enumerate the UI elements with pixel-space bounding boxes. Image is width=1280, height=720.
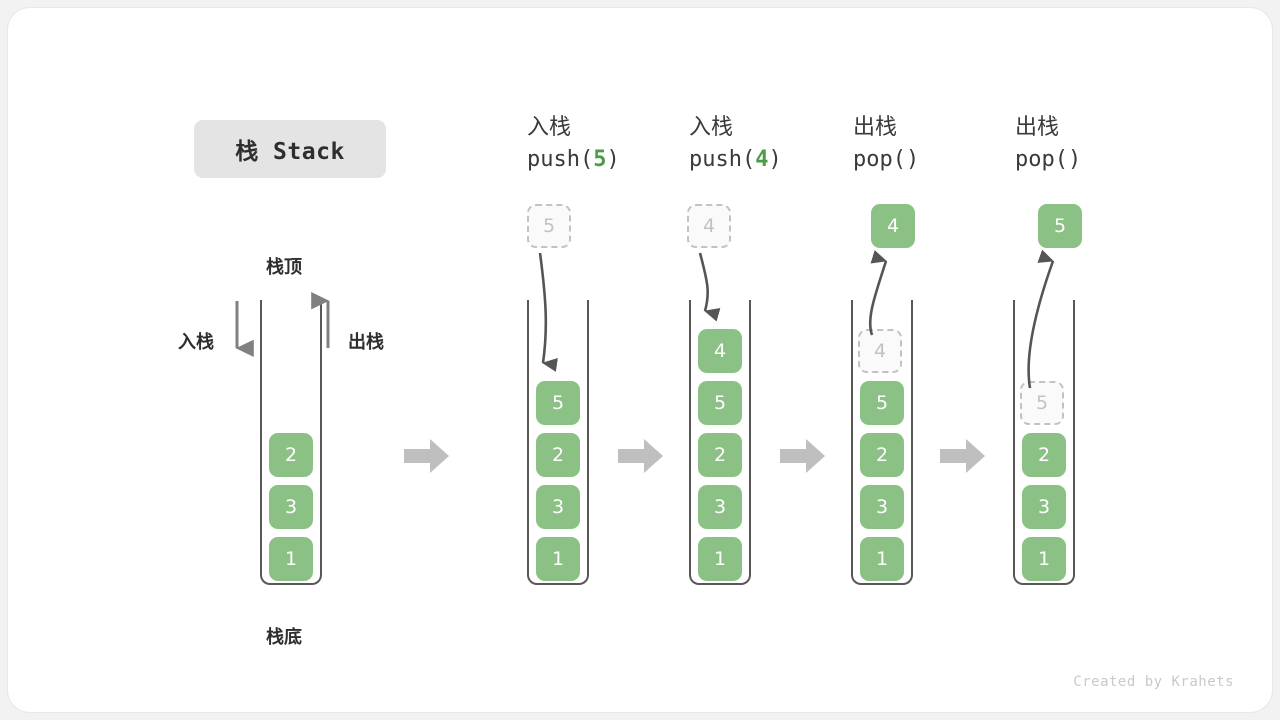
stack-item: 1 [1022, 537, 1066, 581]
stack-bottom-label: 栈底 [266, 627, 302, 648]
stack-item: 3 [536, 485, 580, 529]
op-header-pop-1: 出栈 pop() [853, 113, 1023, 177]
stack-tube-initial [260, 300, 322, 585]
pop-direction-label: 出栈 [348, 332, 384, 353]
op-header-pop-2: 出栈 pop() [1015, 113, 1185, 177]
op-header-push-5: 入栈 push(5) [527, 113, 697, 177]
op-code-prefix: push( [527, 147, 594, 172]
stack-item: 2 [698, 433, 742, 477]
op-header-cn: 入栈 [527, 115, 572, 140]
push-direction-label: 入栈 [178, 332, 214, 353]
stack-item: 3 [698, 485, 742, 529]
stack-item: 2 [536, 433, 580, 477]
stack-item-removed: 4 [858, 329, 902, 373]
stack-item: 1 [860, 537, 904, 581]
stack-item: 3 [269, 485, 313, 529]
op-code-arg: 4 [755, 147, 769, 172]
step-arrow [940, 438, 986, 474]
stack-item-removed: 5 [1020, 381, 1064, 425]
op-header-cn: 出栈 [1015, 115, 1060, 140]
floating-box-pop-2: 5 [1038, 204, 1082, 248]
stack-item: 2 [1022, 433, 1066, 477]
stack-item: 3 [860, 485, 904, 529]
op-code-suffix: ) [905, 147, 920, 172]
op-code-suffix: ) [1067, 147, 1082, 172]
op-header-cn: 出栈 [853, 115, 898, 140]
title-badge: 栈 Stack [194, 120, 386, 178]
stack-item: 2 [269, 433, 313, 477]
stack-item: 5 [860, 381, 904, 425]
stack-item: 4 [698, 329, 742, 373]
stack-tube-pop-2 [1013, 300, 1075, 585]
op-header-code: push(5) [527, 143, 697, 177]
stack-tube-push-5 [527, 300, 589, 585]
op-code-prefix: pop( [1015, 147, 1068, 172]
floating-box-push-5: 5 [527, 204, 571, 248]
stack-item: 5 [536, 381, 580, 425]
stack-tube-push-4 [689, 300, 751, 585]
stack-item: 3 [1022, 485, 1066, 529]
stack-item: 1 [536, 537, 580, 581]
step-arrow [780, 438, 826, 474]
stack-item: 1 [698, 537, 742, 581]
step-arrow [404, 438, 450, 474]
op-header-code: push(4) [689, 143, 859, 177]
op-code-prefix: pop( [853, 147, 906, 172]
floating-box-push-4: 4 [687, 204, 731, 248]
op-code-arg: 5 [593, 147, 607, 172]
stack-item: 2 [860, 433, 904, 477]
step-arrow [618, 438, 664, 474]
op-code-prefix: push( [689, 147, 756, 172]
stack-top-label: 栈顶 [266, 257, 302, 278]
op-code-suffix: ) [768, 147, 782, 172]
diagram-card: 栈 Stack 栈顶 栈底 入栈 出栈 入栈 push(5) 入栈 push(4… [8, 8, 1272, 712]
floating-box-pop-1: 4 [871, 204, 915, 248]
credit-label: Created by Krahets [1073, 674, 1234, 690]
stack-tube-pop-1 [851, 300, 913, 585]
stack-item: 1 [269, 537, 313, 581]
op-header-cn: 入栈 [689, 115, 734, 140]
op-header-code: pop() [853, 143, 1023, 177]
op-header-code: pop() [1015, 143, 1185, 177]
op-header-push-4: 入栈 push(4) [689, 113, 859, 177]
op-code-suffix: ) [606, 147, 620, 172]
stack-item: 5 [698, 381, 742, 425]
